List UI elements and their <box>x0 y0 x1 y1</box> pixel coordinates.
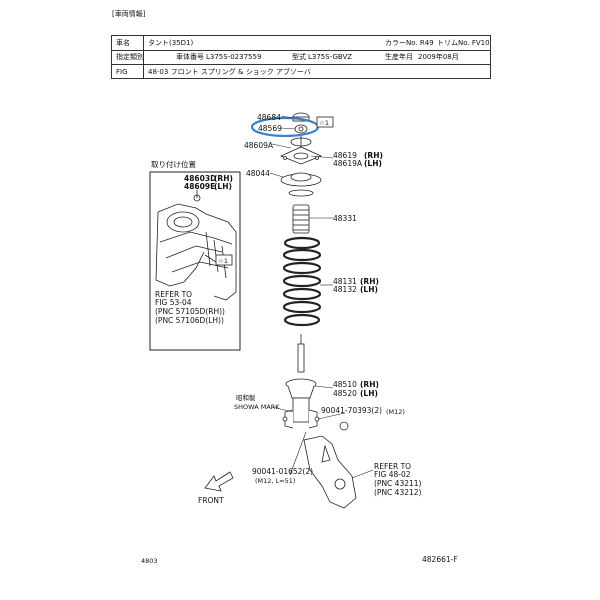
inset-part-lh: 48609E <box>184 182 215 191</box>
spring-seat-illustration <box>280 172 322 197</box>
part-48609a: 48609A <box>244 141 274 150</box>
car-name-value: タント(35D1) <box>148 39 194 47</box>
table-divider <box>111 50 491 51</box>
table-divider <box>143 35 144 79</box>
inset-part-lh-side: (LH) <box>214 182 232 191</box>
fig-label: FIG <box>116 68 128 76</box>
bolt-lower-part: 90041-01652(2) <box>252 467 313 476</box>
strut-tower-illustration <box>155 190 237 301</box>
part-48569: 48569 <box>258 124 282 133</box>
inset-title: 取り付け位置 <box>151 159 196 169</box>
front-label: FRONT <box>198 496 224 505</box>
inset-refer-line: (PNC 57106D(LH)) <box>155 316 224 325</box>
model-value: L375S-GBVZ <box>308 53 353 61</box>
bolt-lower-size: (M12, L=51) <box>255 477 295 485</box>
inset-star-tag: ☆1 <box>218 257 228 265</box>
part-48569-tag-box <box>316 116 334 128</box>
part-48331: 48331 <box>333 214 357 223</box>
bump-stopper-illustration <box>292 204 310 234</box>
color-number: カラーNo. R49 <box>385 39 434 47</box>
part-48520: 48520 <box>333 389 357 398</box>
production-date-value: 2009年08月 <box>418 53 459 61</box>
trim-number: トリムNo. FV10 <box>437 39 490 47</box>
car-name-label: 車名 <box>116 39 130 47</box>
refer-right-line: REFER TO <box>374 462 411 471</box>
body-number-label: 車体番号 <box>176 53 204 61</box>
inset-part-rh: 48603D <box>184 174 216 183</box>
bolt-upper-size: (M12) <box>386 408 405 416</box>
refer-right-line: (PNC 43212) <box>374 488 422 497</box>
knuckle-illustration <box>303 435 357 509</box>
designation-label: 指定類別 <box>116 53 144 61</box>
part-48510-side: (RH) <box>360 380 379 389</box>
part-48619a: 48619A <box>333 159 363 168</box>
inset-star-tag-box <box>215 254 233 266</box>
front-arrow-icon <box>204 471 234 492</box>
part-48569-tag: ☆1 <box>319 119 329 127</box>
strut-nut-illustration <box>294 124 308 134</box>
body-number-value: L375S-0237559 <box>206 53 262 61</box>
table-divider <box>111 64 491 65</box>
part-48132-side: (LH) <box>360 285 378 294</box>
part-48520-side: (LH) <box>360 389 378 398</box>
part-48619: 48619 <box>333 151 357 160</box>
inset-refer-line: REFER TO <box>155 290 192 299</box>
part-48132: 48132 <box>333 285 357 294</box>
bolt-upper-icon <box>339 421 349 431</box>
part-48044: 48044 <box>246 169 270 178</box>
coil-spring-illustration <box>282 236 322 327</box>
part-48684: 48684 <box>257 113 281 122</box>
vehicle-info-table <box>111 35 491 79</box>
part-48131: 48131 <box>333 277 357 286</box>
refer-right-line: (PNC 43211) <box>374 479 422 488</box>
leader-lines <box>269 115 374 479</box>
support-mount-illustration <box>279 146 323 165</box>
shock-absorber-illustration <box>282 334 320 429</box>
footer-left-code: 4803 <box>141 557 158 565</box>
showa-mark-jp: 昭和製 <box>236 393 256 402</box>
footer-right-code: 482661-F <box>422 555 458 564</box>
part-48619-side: (RH) <box>364 151 383 160</box>
model-label: 型式 <box>292 53 306 61</box>
bolt-upper-part: 90041-70393(2) <box>321 406 382 415</box>
production-date-label: 生産年月 <box>385 53 413 61</box>
part-48510: 48510 <box>333 380 357 389</box>
inset-part-rh-side: (RH) <box>214 174 233 183</box>
inset-frame <box>149 171 241 351</box>
fig-value: 48-03 フロント スプリング & ショック アブソーバ <box>148 68 311 76</box>
refer-right-line: FIG 48-02 <box>374 470 411 479</box>
inset-refer-line: (PNC 57105D(RH)) <box>155 307 225 316</box>
section-title: [車両情報] <box>112 10 146 18</box>
showa-mark-en: SHOWA MARK <box>234 403 280 411</box>
part-48131-side: (RH) <box>360 277 379 286</box>
part-48619a-side: (LH) <box>364 159 382 168</box>
inset-refer-line: FIG 53-04 <box>155 298 192 307</box>
